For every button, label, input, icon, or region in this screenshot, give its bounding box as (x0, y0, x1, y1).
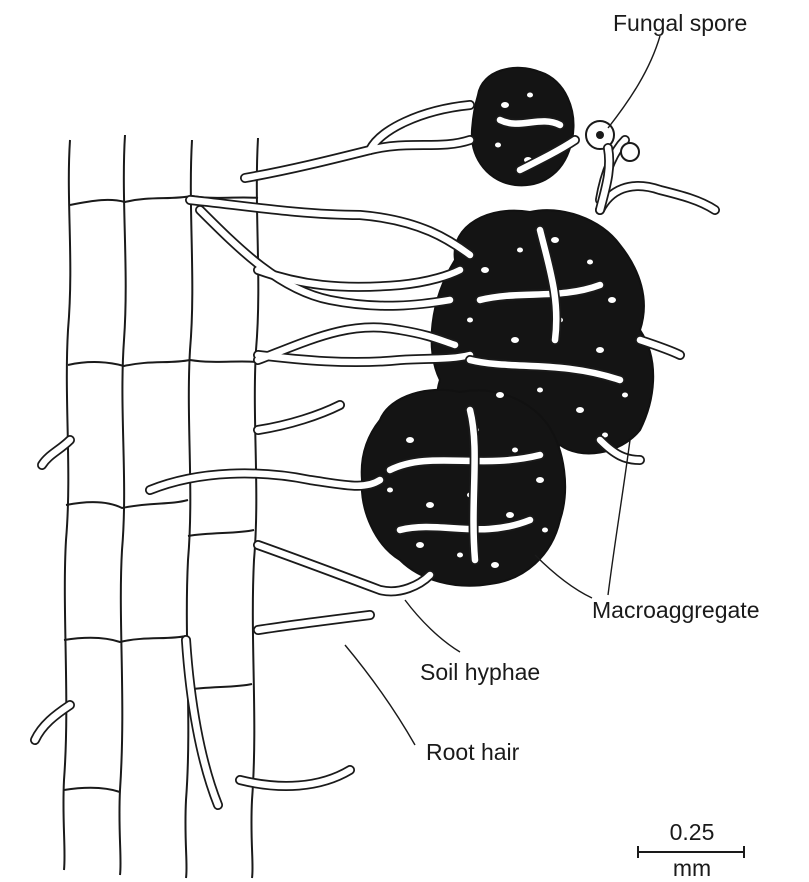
label-soil-hyphae: Soil hyphae (420, 659, 540, 685)
scale-bar-unit: mm (673, 855, 711, 881)
scale-bar: 0.25 mm (638, 819, 744, 881)
label-fungal-spore: Fungal spore (613, 10, 747, 36)
label-macroaggregate: Macroaggregate (592, 597, 760, 623)
label-root-hair: Root hair (426, 739, 520, 765)
scale-bar-value: 0.25 (670, 819, 715, 845)
root-cells (63, 135, 258, 878)
